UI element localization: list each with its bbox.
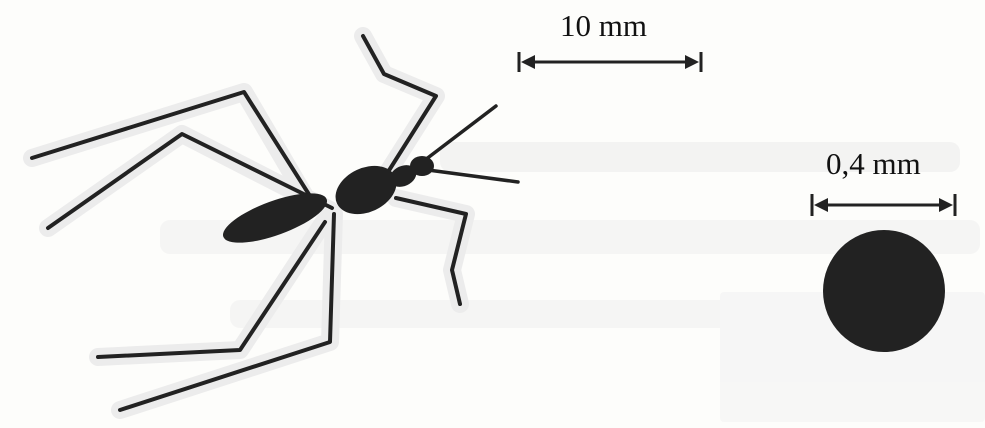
mosquito-head: [410, 156, 434, 176]
arrowhead-left: [814, 198, 828, 212]
arrowhead-left: [521, 55, 535, 69]
scale-label-04mm: 0,4 mm: [826, 148, 921, 179]
reference-dot: [823, 230, 945, 352]
scale-label-10mm: 10 mm: [560, 10, 647, 41]
scale-bar-10mm: [519, 52, 701, 72]
scale-bar-04mm: [812, 194, 955, 216]
arrowhead-right: [685, 55, 699, 69]
arrowhead-right: [939, 198, 953, 212]
